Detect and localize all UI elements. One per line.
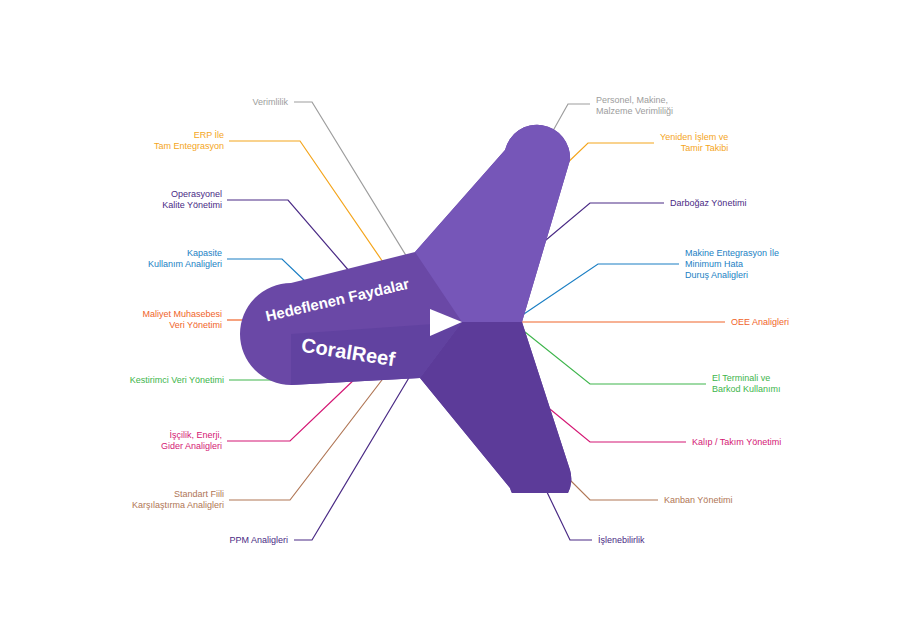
benefit-label: Kalıp / Takım Yönetimi	[692, 437, 781, 448]
leader-line	[294, 376, 410, 540]
label-line: Operasyonel	[162, 189, 222, 200]
label-line: Gider Analigleri	[161, 441, 222, 452]
label-line: Duruş Analigleri	[685, 270, 779, 281]
benefit-label: Kanban Yönetimi	[664, 495, 732, 506]
benefit-label: OEE Analigleri	[731, 317, 789, 328]
label-line: Kalıp / Takım Yönetimi	[692, 437, 781, 448]
star-face	[240, 125, 571, 493]
leader-line	[227, 200, 350, 272]
leader-line	[540, 203, 664, 245]
label-line: Malzeme Verimliliği	[596, 106, 673, 117]
benefit-label: Darboğaz Yönetimi	[670, 198, 746, 209]
leader-line	[560, 470, 658, 500]
label-line: Standart Fiili	[132, 489, 224, 500]
label-line: Karşılaştırma Analigleri	[132, 500, 224, 511]
label-line: ERP İle	[154, 130, 224, 141]
leader-line	[515, 324, 706, 384]
label-line: El Terminali ve	[712, 373, 781, 384]
label-line: Tam Entegrasyon	[154, 141, 224, 152]
benefit-label: Yeniden İşlem ve Tamir Takibi	[660, 132, 728, 154]
benefit-label: Kapasite Kullanım Analigleri	[148, 248, 222, 270]
leader-line	[227, 259, 308, 284]
leader-line	[229, 376, 385, 500]
benefit-label: İşçilik, Enerji, Gider Analigleri	[161, 430, 222, 452]
label-line: Yeniden İşlem ve	[660, 132, 728, 143]
benefit-label: Verimlilik	[252, 97, 288, 108]
leader-line	[560, 143, 654, 170]
leader-line	[515, 321, 725, 322]
label-line: Kalite Yönetimi	[162, 200, 222, 211]
star-shape: Hedeflenen FaydalarCoralReef	[238, 118, 578, 493]
benefit-label: Standart Fiili Karşılaştırma Analigleri	[132, 489, 224, 511]
benefit-label: El Terminali ve Barkod Kullanımı	[712, 373, 781, 395]
leader-line	[545, 488, 592, 540]
label-line: Minimum Hata	[685, 259, 779, 270]
benefit-label: Kestirimci Veri Yönetimi	[130, 375, 224, 386]
label-line: Personel, Makine,	[596, 95, 673, 106]
label-line: Kanban Yönetimi	[664, 495, 732, 506]
benefit-label: Personel, Makine, Malzeme Verimliliği	[596, 95, 673, 117]
label-line: Kullanım Analigleri	[148, 259, 222, 270]
benefit-label: PPM Analigleri	[229, 535, 288, 546]
leader-line	[229, 141, 385, 265]
star-face	[415, 125, 570, 322]
label-line: Darboğaz Yönetimi	[670, 198, 746, 209]
label-line: PPM Analigleri	[229, 535, 288, 546]
label-line: Tamir Takibi	[660, 143, 728, 154]
label-line: İşlenebilirlik	[598, 535, 645, 546]
label-line: Maliyet Muhasebesi	[142, 309, 222, 320]
label-line: OEE Analigleri	[731, 317, 789, 328]
label-line: Kestirimci Veri Yönetimi	[130, 375, 224, 386]
label-line: Veri Yönetimi	[142, 320, 222, 331]
star-face	[430, 309, 462, 336]
benefit-label: Makine Entegrasyon İle Minimum Hata Duru…	[685, 248, 779, 281]
leader-line	[227, 376, 358, 441]
benefit-label: İşlenebilirlik	[598, 535, 645, 546]
benefit-label: Maliyet Muhasebesi Veri Yönetimi	[142, 309, 222, 331]
label-line: Barkod Kullanımı	[712, 384, 781, 395]
benefit-label: Operasyonel Kalite Yönetimi	[162, 189, 222, 211]
leader-line	[515, 264, 679, 320]
label-line: Kapasite	[148, 248, 222, 259]
label-line: Makine Entegrasyon İle	[685, 248, 779, 259]
benefit-label: ERP İle Tam Entegrasyon	[154, 130, 224, 152]
label-line: Verimlilik	[252, 97, 288, 108]
leader-line	[545, 405, 686, 442]
leader-line	[294, 102, 410, 262]
label-line: İşçilik, Enerji,	[161, 430, 222, 441]
